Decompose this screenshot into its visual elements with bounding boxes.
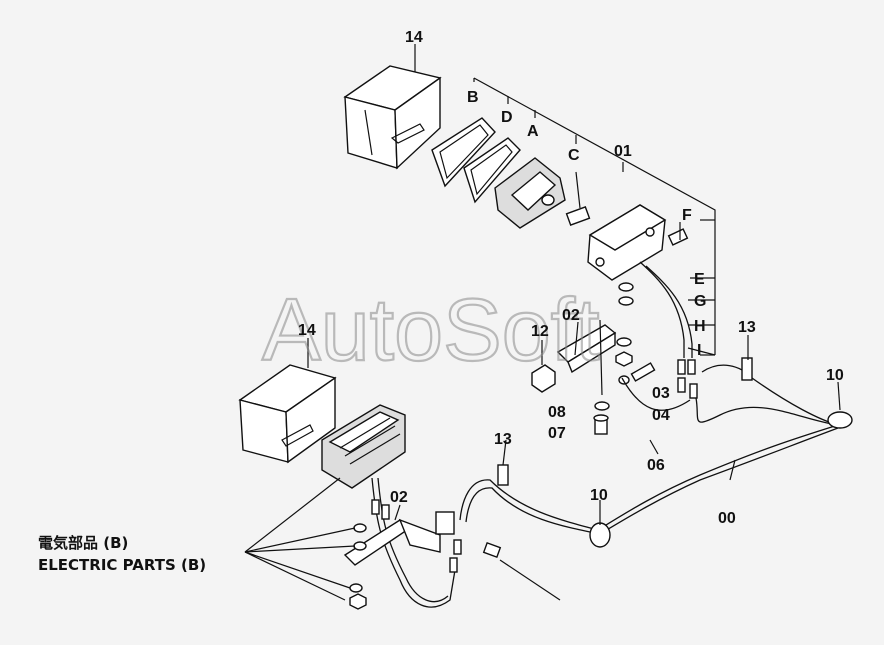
gasket-b	[431, 117, 496, 188]
caption-japanese: 電気部品 (B)	[38, 534, 128, 552]
lamp-body-01	[587, 204, 667, 281]
label-i: I	[697, 342, 701, 359]
tie-10-right	[827, 411, 853, 429]
clamp-13-left	[497, 464, 509, 486]
label-d: D	[501, 109, 513, 126]
caption-english: ELECTRIC PARTS (B)	[38, 556, 206, 574]
screw-f	[667, 228, 689, 246]
label-leaders	[307, 44, 841, 525]
label-14-lower: 14	[298, 322, 316, 339]
label-13-left: 13	[494, 431, 512, 448]
label-13-right: 13	[738, 319, 756, 336]
label-06: 06	[647, 457, 665, 474]
label-03: 03	[652, 385, 670, 402]
washer-04	[618, 375, 630, 385]
watermark: AutoSoft	[262, 280, 600, 379]
label-g: G	[694, 293, 706, 310]
lens-a	[494, 157, 566, 229]
label-02-upper: 02	[562, 307, 580, 324]
clamp-13-right	[741, 357, 753, 381]
label-h: H	[694, 318, 706, 335]
lamp-lower	[321, 404, 406, 489]
nut-12	[531, 364, 556, 393]
label-f: F	[682, 207, 692, 224]
bracket-02-upper	[556, 319, 617, 396]
cover-14-upper	[343, 65, 442, 170]
cover-14-lower	[238, 364, 337, 464]
washers-e-g-h-i	[615, 282, 634, 367]
bracket-02-lower	[343, 511, 455, 566]
tie-10-left	[589, 522, 611, 548]
lower-wiring	[371, 477, 561, 608]
gasket-d	[463, 137, 521, 204]
lower-fasteners	[349, 523, 367, 610]
caption-leader-lines	[244, 477, 356, 601]
label-01: 01	[614, 143, 632, 160]
label-04: 04	[652, 407, 670, 424]
bolt-07	[593, 414, 609, 435]
label-c: C	[568, 147, 580, 164]
label-02-lower: 02	[390, 489, 408, 506]
bulb-c	[565, 171, 591, 226]
label-e: E	[694, 271, 705, 288]
label-08: 08	[548, 404, 566, 421]
washer-08	[594, 401, 610, 411]
connectors-upper	[677, 359, 698, 399]
label-b: B	[467, 89, 479, 106]
label-a: A	[527, 123, 539, 140]
label-10-right: 10	[826, 367, 844, 384]
bolt-03	[630, 362, 656, 382]
label-10-left: 10	[590, 487, 608, 504]
label-12: 12	[531, 323, 549, 340]
label-07: 07	[548, 425, 566, 442]
label-00: 00	[718, 510, 736, 527]
label-14-upper: 14	[405, 29, 423, 46]
